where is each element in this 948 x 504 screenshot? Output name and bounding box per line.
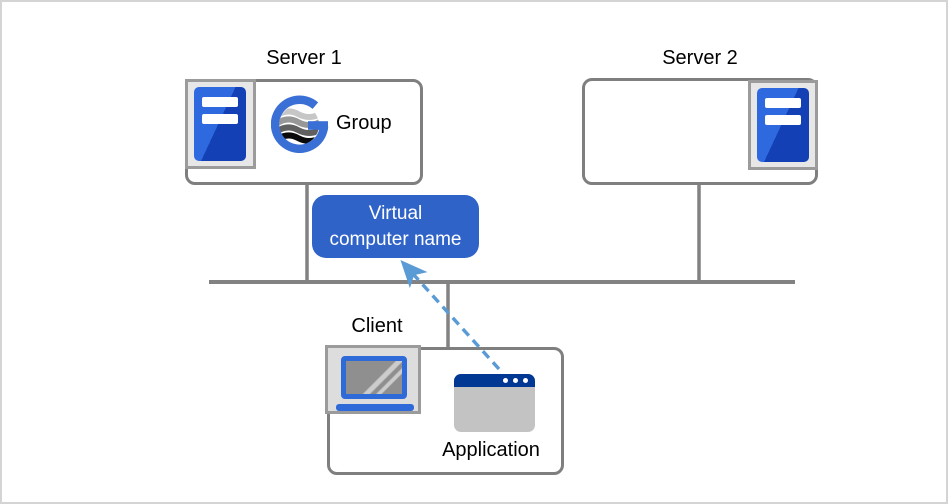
virtual-name-line1: Virtual [368, 202, 423, 224]
laptop-base [336, 404, 414, 411]
client-label: Client [351, 315, 403, 337]
server-slot-bar [202, 114, 238, 124]
app-window-icon [454, 374, 535, 432]
server-icon [757, 88, 809, 162]
virtual-name-line2: computer name [329, 228, 462, 250]
server1-label: Server 1 [266, 47, 342, 69]
window-dot-icon [523, 378, 528, 383]
group-logo-icon [271, 95, 329, 153]
client-icon-frame [325, 345, 421, 414]
application-label: Application [442, 439, 540, 461]
server-icon [194, 87, 246, 161]
group-label: Group [336, 112, 392, 134]
window-dot-icon [503, 378, 508, 383]
server-slot-bar [765, 115, 801, 125]
app-window-titlebar [454, 374, 535, 387]
server2-icon-frame [748, 80, 818, 170]
window-dot-icon [513, 378, 518, 383]
laptop-icon [341, 356, 407, 399]
virtual-computer-name-box: Virtual computer name [312, 195, 479, 258]
server-slot-bar [765, 98, 801, 108]
server2-label: Server 2 [662, 47, 738, 69]
server-slot-bar [202, 97, 238, 107]
server1-icon-frame [185, 79, 256, 169]
